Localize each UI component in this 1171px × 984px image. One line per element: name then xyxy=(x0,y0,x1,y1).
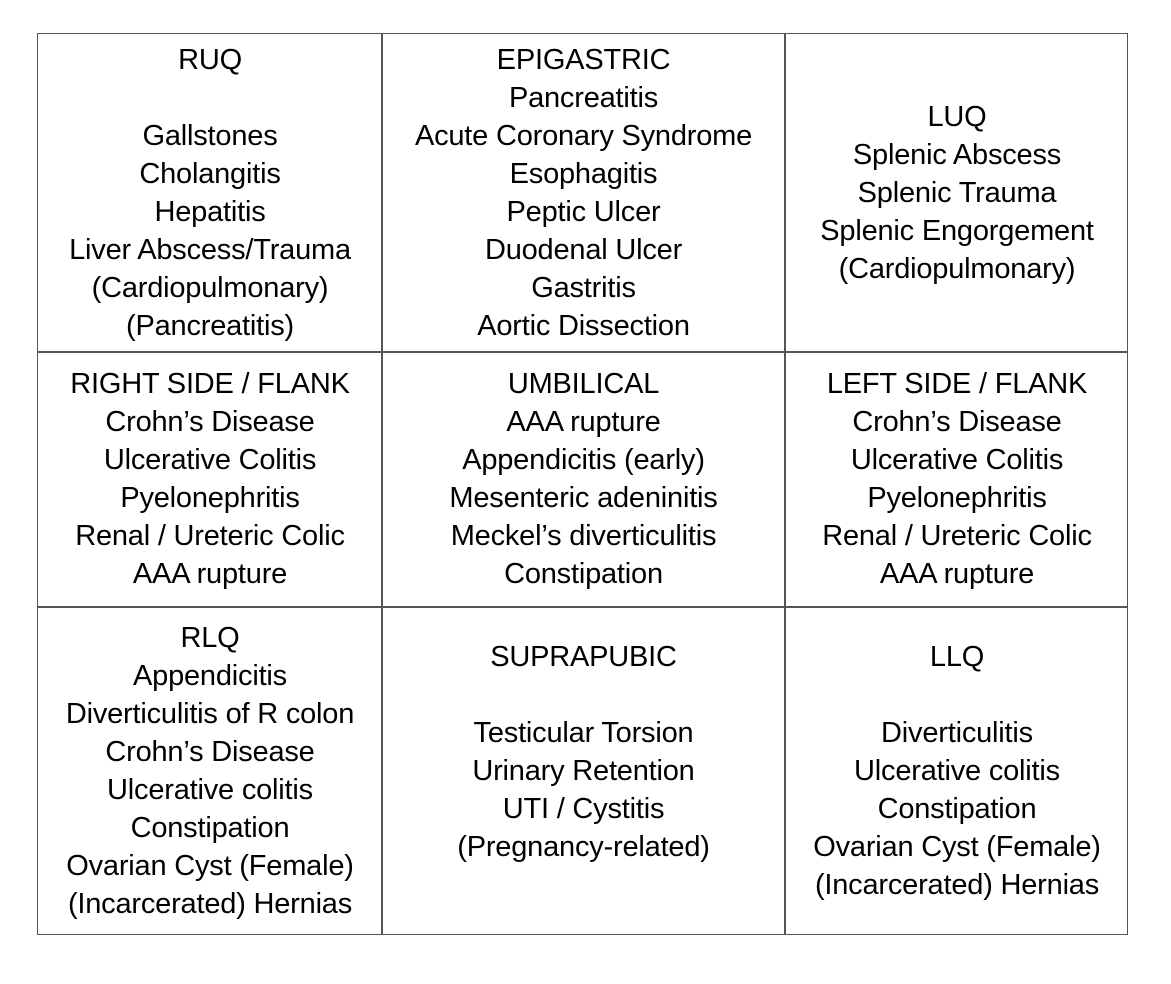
condition-item: Cholangitis xyxy=(139,158,281,190)
condition-item: Pyelonephritis xyxy=(120,482,300,514)
condition-item: Splenic Engorgement xyxy=(820,215,1094,247)
condition-item: Pyelonephritis xyxy=(867,482,1047,514)
condition-item: AAA rupture xyxy=(506,406,661,438)
condition-item: Crohn’s Disease xyxy=(105,406,315,438)
condition-item: Renal / Ureteric Colic xyxy=(75,520,345,552)
condition-item: (Cardiopulmonary) xyxy=(838,253,1076,285)
column-divider-1 xyxy=(381,34,383,934)
condition-item: Constipation xyxy=(130,812,290,844)
condition-item: (Cardiopulmonary) xyxy=(91,272,329,304)
cell-right-flank: RIGHT SIDE / FLANK Crohn’s Disease Ulcer… xyxy=(38,365,382,593)
condition-item: (Pregnancy-related) xyxy=(457,831,710,863)
abdominal-pain-grid: RUQ Gallstones Cholangitis Hepatitis Liv… xyxy=(37,33,1128,935)
condition-item: Gallstones xyxy=(142,120,278,152)
condition-item: Duodenal Ulcer xyxy=(484,234,683,266)
condition-item: (Pancreatitis) xyxy=(125,310,295,342)
row-divider-2 xyxy=(38,606,1127,608)
cell-ruq: RUQ Gallstones Cholangitis Hepatitis Liv… xyxy=(38,41,382,345)
cell-llq: LLQ Diverticulitis Ulcerative colitis Co… xyxy=(785,638,1129,904)
condition-item: Gastritis xyxy=(531,272,636,304)
condition-item: (Incarcerated) Hernias xyxy=(814,869,1100,901)
region-title-suprapubic: SUPRAPUBIC xyxy=(490,641,677,673)
condition-item: UTI / Cystitis xyxy=(502,793,665,825)
row-divider-1 xyxy=(38,351,1127,353)
region-title-rlq: RLQ xyxy=(180,622,240,654)
condition-item: Constipation xyxy=(504,558,663,590)
condition-item: Splenic Abscess xyxy=(852,139,1062,171)
condition-item: Liver Abscess/Trauma xyxy=(69,234,351,266)
condition-item: Hepatitis xyxy=(154,196,266,228)
condition-item: Ulcerative colitis xyxy=(854,755,1060,787)
region-title-right-flank: RIGHT SIDE / FLANK xyxy=(70,368,350,400)
condition-item: Crohn’s Disease xyxy=(852,406,1062,438)
condition-item: Testicular Torsion xyxy=(473,717,694,749)
condition-item: Crohn’s Disease xyxy=(105,736,315,768)
cell-epigastric: EPIGASTRIC Pancreatitis Acute Coronary S… xyxy=(382,41,785,345)
condition-item: Pancreatitis xyxy=(508,82,659,114)
condition-item: Peptic Ulcer xyxy=(506,196,661,228)
region-title-llq: LLQ xyxy=(929,641,985,673)
column-divider-2 xyxy=(784,34,786,934)
condition-item: Meckel’s diverticulitis xyxy=(450,520,717,552)
region-title-umbilical: UMBILICAL xyxy=(507,368,660,400)
condition-item: Appendicitis (early) xyxy=(462,444,705,476)
condition-item: AAA rupture xyxy=(879,558,1035,590)
cell-luq: LUQ Splenic Abscess Splenic Trauma Splen… xyxy=(785,98,1129,288)
condition-item: Mesenteric adeninitis xyxy=(449,482,718,514)
condition-item: Ulcerative colitis xyxy=(107,774,313,806)
condition-item: Ovarian Cyst (Female) xyxy=(813,831,1101,863)
region-title-luq: LUQ xyxy=(927,101,987,133)
condition-item: Diverticulitis xyxy=(881,717,1033,749)
condition-item: (Incarcerated) Hernias xyxy=(67,888,353,920)
cell-rlq: RLQ Appendicitis Diverticulitis of R col… xyxy=(38,619,382,923)
condition-item: Esophagitis xyxy=(509,158,658,190)
cell-umbilical: UMBILICAL AAA rupture Appendicitis (earl… xyxy=(382,365,785,593)
condition-item: Constipation xyxy=(877,793,1037,825)
condition-item: Renal / Ureteric Colic xyxy=(822,520,1092,552)
region-title-ruq: RUQ xyxy=(178,44,242,76)
condition-item: Splenic Trauma xyxy=(857,177,1057,209)
condition-item: Ulcerative Colitis xyxy=(103,444,317,476)
region-title-epigastric: EPIGASTRIC xyxy=(496,44,671,76)
cell-left-flank: LEFT SIDE / FLANK Crohn’s Disease Ulcera… xyxy=(785,365,1129,593)
region-title-left-flank: LEFT SIDE / FLANK xyxy=(826,368,1088,400)
condition-item: Urinary Retention xyxy=(472,755,695,787)
condition-item: AAA rupture xyxy=(132,558,288,590)
condition-item: Acute Coronary Syndrome xyxy=(414,120,753,152)
condition-item: Diverticulitis of R colon xyxy=(65,698,355,730)
condition-item: Aortic Dissection xyxy=(477,310,690,342)
condition-item: Ovarian Cyst (Female) xyxy=(66,850,354,882)
condition-item: Ulcerative Colitis xyxy=(850,444,1064,476)
condition-item: Appendicitis xyxy=(133,660,287,692)
cell-suprapubic: SUPRAPUBIC Testicular Torsion Urinary Re… xyxy=(382,638,785,866)
